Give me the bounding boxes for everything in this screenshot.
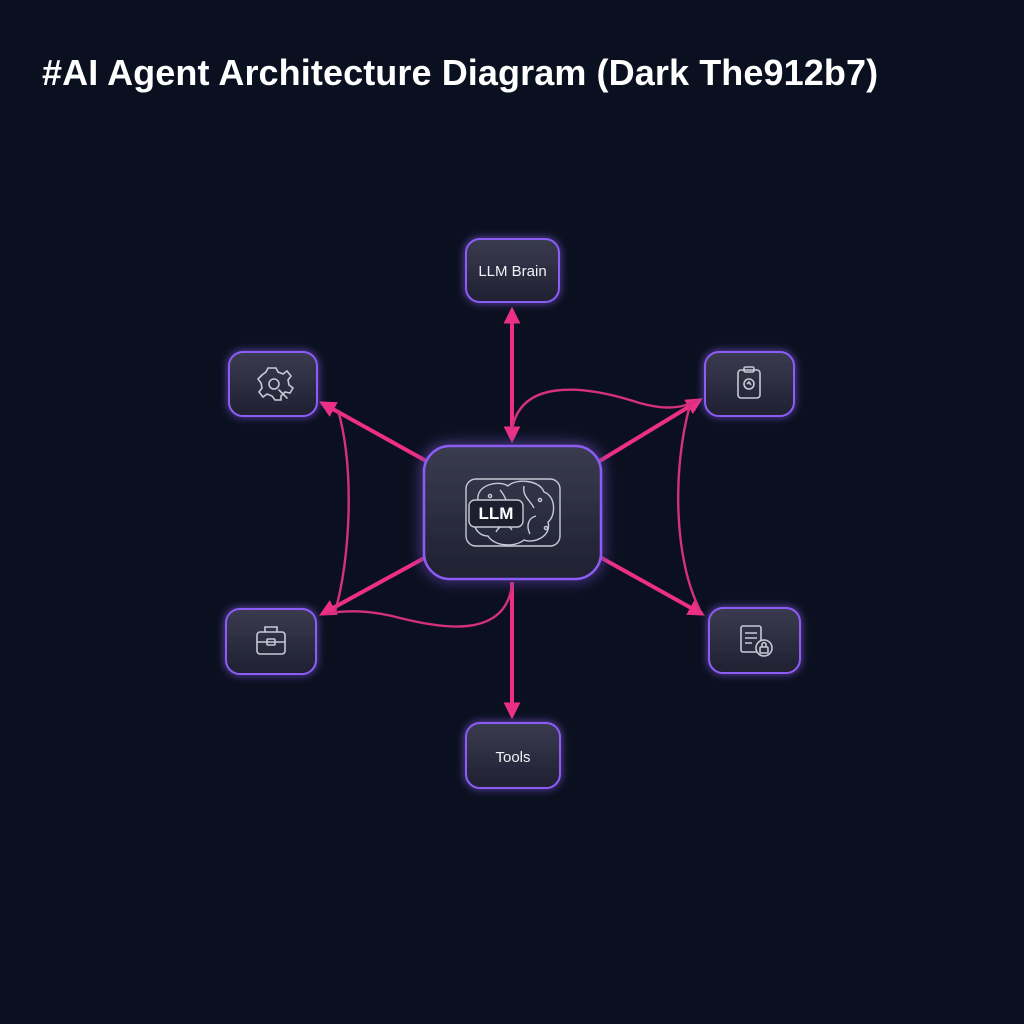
llm-brain-node[interactable]: LLM Brain bbox=[465, 238, 560, 303]
connector-curve-top-right bbox=[510, 388, 699, 431]
tools-node[interactable]: Tools bbox=[465, 722, 561, 789]
clipboard-icon bbox=[737, 366, 761, 399]
connectors bbox=[319, 306, 705, 720]
llm-brain-label: LLM Brain bbox=[478, 263, 546, 280]
connector-center-lower-left bbox=[319, 554, 429, 616]
center-label-box bbox=[468, 499, 524, 528]
connector-curve-right bbox=[677, 404, 702, 611]
page-title: #AI Agent Architecture Diagram (Dark The… bbox=[42, 52, 879, 93]
connector-curve-bottom-left bbox=[325, 584, 514, 628]
briefcase-node[interactable] bbox=[225, 608, 317, 675]
document-lock-node[interactable] bbox=[708, 607, 801, 674]
tools-label: Tools bbox=[495, 749, 530, 766]
connector-center-lower-right bbox=[597, 554, 705, 616]
center-node[interactable]: LLM bbox=[422, 444, 603, 581]
connector-center-upper-right bbox=[596, 398, 703, 464]
briefcase-icon bbox=[256, 626, 286, 655]
settings-node[interactable] bbox=[228, 351, 318, 417]
connector-curve-left bbox=[333, 409, 350, 613]
gear-wrench-icon bbox=[256, 367, 295, 401]
clipboard-node[interactable] bbox=[704, 351, 795, 417]
document-lock-icon bbox=[740, 625, 773, 657]
center-node-label: LLM bbox=[479, 504, 514, 523]
